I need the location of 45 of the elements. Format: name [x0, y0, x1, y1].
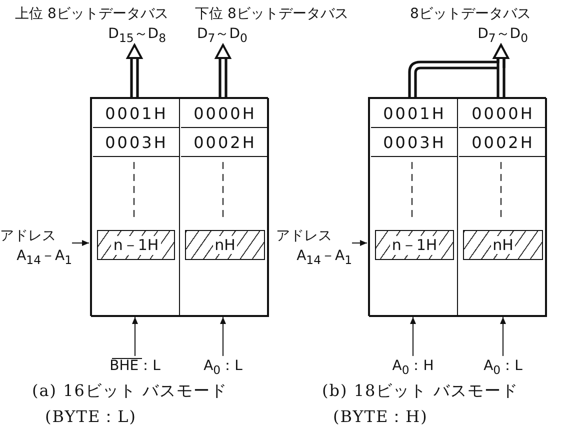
caption: (b) 18ビット バスモード: [322, 381, 518, 402]
hatched-cell: nH: [185, 230, 265, 260]
memory-column: [369, 98, 458, 317]
memory-cell: 0001H: [371, 100, 458, 128]
arrow: [72, 240, 90, 246]
hollow-arrow: [493, 44, 509, 98]
memory-column: [179, 98, 269, 317]
memory-column: [91, 98, 180, 317]
memory-cell: 0000H: [459, 100, 547, 128]
caption: (BYTE：H): [333, 407, 428, 428]
arrow: [220, 316, 226, 356]
signal-label: BHE：L: [106, 357, 164, 375]
memory-cell: 0000H: [181, 100, 269, 128]
signal-label: A$_{0}$：H: [386, 357, 440, 375]
signal-label: A$_{0}$：L: [196, 357, 250, 375]
arrow: [410, 316, 416, 356]
signal-label: A$_{14}$－A$_{1}$: [16, 247, 72, 269]
memory-cell: 0001H: [93, 100, 180, 128]
arrow: [132, 316, 138, 356]
memory-cell: 0003H: [371, 128, 458, 157]
bus-label: 下位 8ビットデータバス: [195, 5, 348, 24]
bus-label: 8ビットデータバス: [410, 5, 531, 24]
arrow: [500, 316, 506, 356]
memory-map: [368, 97, 546, 316]
memory-cell: 0003H: [93, 128, 180, 157]
hollow-arrow: [215, 44, 231, 98]
signal-label: D$_{7}$～D$_{0}$: [197, 25, 248, 47]
memory-cell: 0002H: [459, 128, 547, 157]
memory-column: [457, 98, 547, 317]
memory-map: [90, 97, 268, 316]
bus-label: 上位 8ビットデータバス: [15, 5, 168, 24]
hatched-cell: nH: [463, 230, 543, 260]
address-label: アドレス: [0, 227, 56, 246]
hatched-cell: n－1H: [97, 230, 175, 260]
address-label: アドレス: [276, 227, 332, 246]
caption: (a) 16ビット バスモード: [32, 381, 228, 402]
memory-cell: 0002H: [181, 128, 269, 157]
hollow-arrow: [126, 44, 142, 98]
caption: (BYTE：L): [45, 407, 136, 428]
signal-label: A$_{0}$：L: [476, 357, 530, 375]
hatched-cell: n－1H: [375, 230, 454, 260]
signal-label: A$_{14}$－A$_{1}$: [296, 247, 352, 269]
signal-label: D$_{15}$～D$_{8}$: [108, 25, 166, 47]
signal-label: D$_{7}$～D$_{0}$: [478, 25, 528, 47]
arrow: [352, 240, 368, 246]
